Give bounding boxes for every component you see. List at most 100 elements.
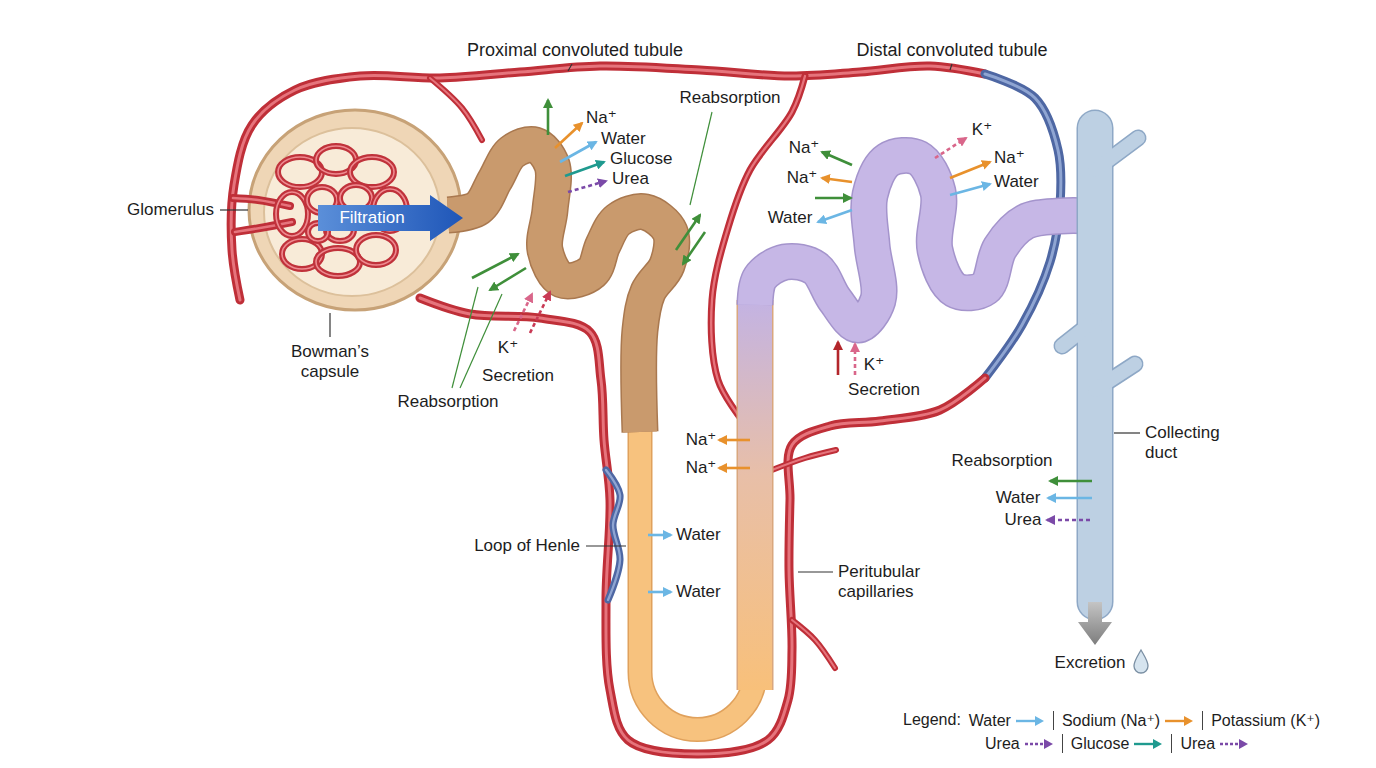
solute-label: Glucose bbox=[610, 149, 672, 169]
leader-line bbox=[452, 287, 478, 388]
filtration-arrow-shape bbox=[318, 195, 463, 241]
transport-arrow bbox=[822, 152, 852, 165]
transport-arrow bbox=[472, 254, 518, 278]
loop-highlight bbox=[356, 235, 396, 265]
transport-arrow bbox=[719, 439, 750, 442]
legend-sample-line bbox=[1016, 719, 1036, 721]
tube-lumen bbox=[448, 145, 672, 432]
droplet-icon bbox=[1134, 650, 1148, 673]
capillary bbox=[792, 620, 835, 668]
duct-lumen bbox=[1095, 364, 1135, 390]
vessel-highlight bbox=[430, 78, 482, 140]
transport-arrow bbox=[935, 138, 966, 158]
leader-line bbox=[568, 64, 572, 71]
vessel-highlight bbox=[792, 620, 835, 668]
solute-label: K⁺ bbox=[864, 355, 884, 375]
ascending-limb bbox=[755, 300, 756, 690]
transport-arrow bbox=[1047, 519, 1090, 522]
vessel-wall bbox=[420, 298, 985, 754]
leader-line bbox=[950, 64, 952, 70]
solute-label: Na⁺ bbox=[686, 430, 717, 450]
collecting-duct bbox=[1062, 128, 1138, 602]
structure-label: Distal convoluted tubule bbox=[856, 40, 1047, 61]
transport-arrow bbox=[490, 268, 526, 290]
legend-sample bbox=[1164, 715, 1194, 727]
transport-arrow bbox=[547, 100, 550, 135]
solute-label: Water bbox=[601, 129, 646, 149]
process-label: Reabsorption bbox=[397, 392, 498, 412]
structure-label: Proximal convoluted tubule bbox=[467, 40, 683, 61]
transport-arrow bbox=[514, 294, 532, 331]
vessel-wall bbox=[772, 450, 836, 470]
legend-entry: Urea bbox=[1171, 734, 1249, 753]
solute-label: Na⁺ bbox=[586, 108, 617, 128]
vessel-wall bbox=[792, 620, 835, 668]
leader-line bbox=[329, 313, 330, 337]
tube-wall bbox=[737, 300, 774, 690]
transport-arrow bbox=[1048, 497, 1092, 500]
transport-arrow bbox=[1050, 480, 1092, 483]
transport-arrow bbox=[565, 162, 604, 176]
structure-label: Peritubular capillaries bbox=[838, 562, 948, 601]
leader-line bbox=[798, 571, 833, 572]
legend-sample-line bbox=[1165, 719, 1185, 721]
legend-sample bbox=[1024, 738, 1054, 750]
duct-lumen bbox=[1095, 138, 1138, 170]
structure-label: Loop of Henle bbox=[474, 536, 580, 556]
legend-entry: Potassium (K⁺) bbox=[1202, 711, 1320, 730]
legend-sample-head bbox=[1035, 716, 1044, 726]
transport-arrow bbox=[822, 178, 852, 182]
tubules bbox=[448, 145, 1092, 730]
solute-label: Water bbox=[996, 488, 1041, 508]
structure-label: Bowman’s capsule bbox=[280, 342, 380, 381]
duct-wall bbox=[1077, 128, 1114, 602]
vessel-highlight bbox=[420, 298, 985, 754]
transport-arrow bbox=[815, 197, 851, 200]
distal-tubule bbox=[755, 155, 1092, 325]
legend-sample bbox=[1133, 738, 1163, 750]
transport-arrow bbox=[568, 181, 606, 192]
excretion-arrow bbox=[1078, 602, 1112, 645]
legend-text: Glucose bbox=[1071, 734, 1130, 753]
loop-highlight bbox=[276, 192, 308, 236]
structure-label: Glomerulus bbox=[127, 200, 214, 220]
solute-label: Water bbox=[768, 208, 813, 228]
capillary-loop bbox=[356, 235, 396, 265]
solute-label: Na⁺ bbox=[787, 168, 818, 188]
capillary bbox=[430, 78, 482, 140]
solute-label: Na⁺ bbox=[789, 138, 820, 158]
vessel-highlight bbox=[772, 450, 836, 470]
process-label: Excretion bbox=[1055, 653, 1126, 673]
transport-arrow bbox=[854, 344, 857, 375]
solute-label: Urea bbox=[1005, 510, 1042, 530]
transport-arrow bbox=[950, 184, 990, 195]
glomerulus-tuft bbox=[276, 146, 407, 276]
transport-arrow bbox=[648, 591, 671, 594]
loop-wall bbox=[356, 235, 396, 265]
capillary bbox=[772, 450, 836, 470]
solute-label: Urea bbox=[612, 169, 649, 189]
leader-line bbox=[1114, 432, 1140, 433]
legend-text: Water bbox=[969, 711, 1011, 730]
capillary-loop bbox=[276, 192, 308, 236]
transport-arrow bbox=[555, 123, 582, 148]
solute-label: Water bbox=[994, 172, 1039, 192]
legend-row: Legend:WaterSodium (Na⁺)Potassium (K⁺) bbox=[903, 711, 1320, 730]
legend-sample-head bbox=[1044, 739, 1053, 749]
duct-lumen bbox=[1078, 128, 1112, 602]
vessel-wall bbox=[430, 78, 482, 140]
legend-sample-head bbox=[1239, 739, 1248, 749]
legend-sample-head bbox=[1184, 716, 1193, 726]
leader-line bbox=[690, 112, 712, 205]
tube-lumen bbox=[755, 155, 1092, 325]
tube-wall bbox=[448, 145, 672, 432]
transport-arrow bbox=[530, 292, 550, 333]
transport-arrow bbox=[950, 162, 990, 178]
capillary bbox=[606, 470, 620, 600]
transport-arrow bbox=[837, 342, 840, 375]
filtration-arrow bbox=[318, 195, 463, 241]
legend-sample-line bbox=[1134, 742, 1154, 744]
legend-entry: Water bbox=[969, 711, 1045, 730]
